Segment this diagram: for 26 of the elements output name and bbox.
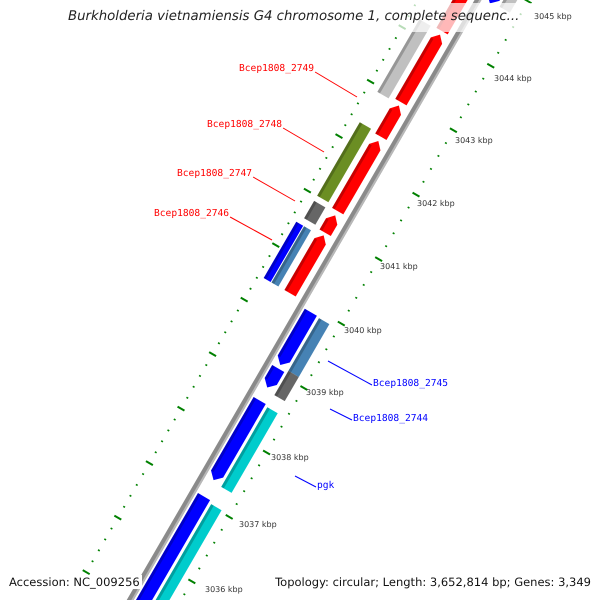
leader-line bbox=[252, 176, 296, 202]
scale-label: 3045 kbp bbox=[534, 12, 572, 22]
leader-line bbox=[314, 72, 358, 98]
gene-label: Bcep1808_2745 bbox=[373, 378, 448, 390]
gene-label: Bcep1808_2747 bbox=[177, 168, 252, 180]
leader-line bbox=[294, 476, 316, 488]
topology-label: Topology: circular; Length: 3,652,814 bp; Genes: 3,349 bbox=[273, 575, 593, 589]
leader-line bbox=[282, 128, 324, 152]
leader-line bbox=[330, 408, 352, 420]
scale-label: 3039 kbp bbox=[306, 388, 344, 398]
scale-label: 3036 kbp bbox=[205, 585, 243, 595]
scale-label: 3042 kbp bbox=[417, 199, 455, 209]
scale-label: 3038 kbp bbox=[271, 453, 309, 463]
gene-label: pgk bbox=[317, 480, 334, 492]
scale-label: 3044 kbp bbox=[494, 74, 532, 84]
leader-line bbox=[230, 216, 272, 240]
gene-label: Bcep1808_2748 bbox=[207, 119, 282, 131]
scale-label: 3043 kbp bbox=[455, 136, 493, 146]
gene-label: Bcep1808_2744 bbox=[353, 413, 428, 425]
gene-label: Bcep1808_2746 bbox=[154, 208, 230, 220]
scale-label: 3037 kbp bbox=[239, 520, 277, 530]
leader-line bbox=[328, 360, 372, 386]
scale-label: 3041 kbp bbox=[380, 262, 418, 272]
gene-label: Bcep1808_2749 bbox=[239, 63, 314, 75]
accession-label: Accession: NC_009256 bbox=[7, 575, 142, 589]
scale-label: 3040 kbp bbox=[344, 326, 382, 336]
